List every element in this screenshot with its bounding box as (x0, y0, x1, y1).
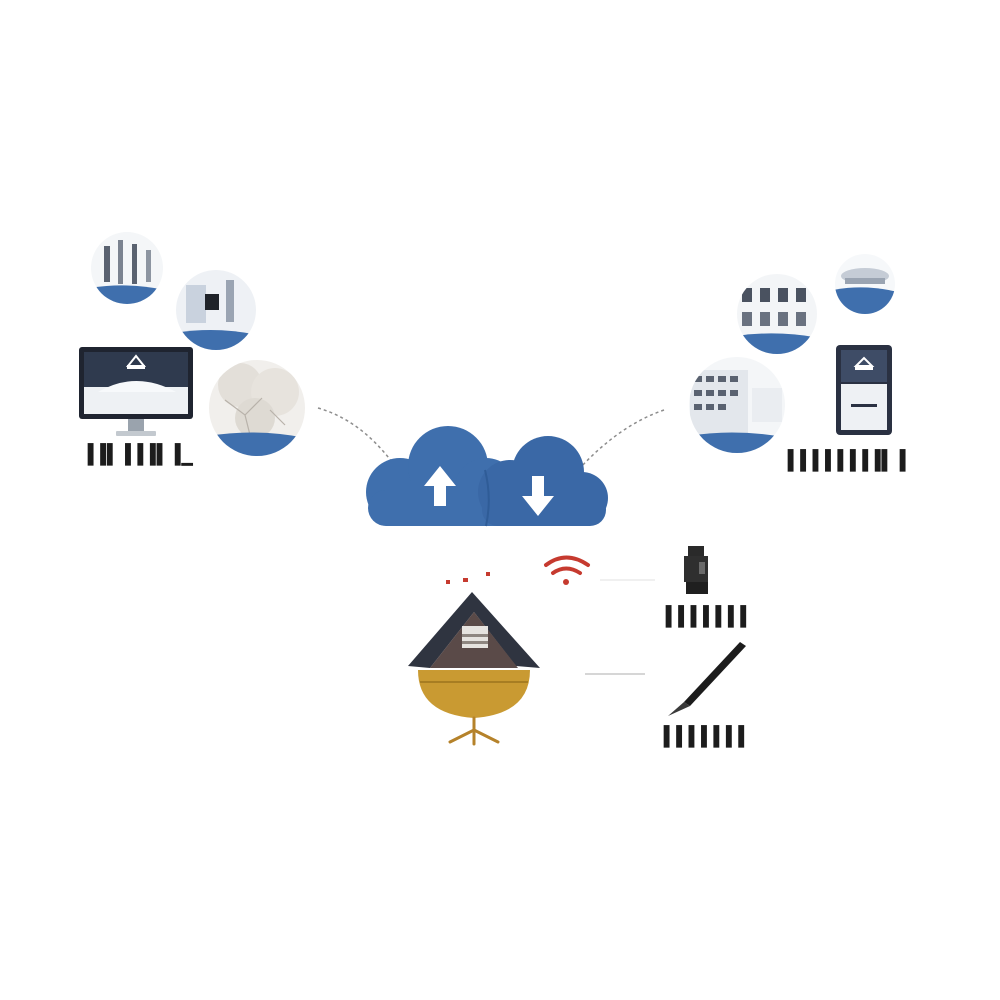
sensor-label: ▐▐▐▐▐▐▐ (660, 606, 748, 628)
room-interior-thumbnail (176, 270, 256, 350)
campus-building-thumbnail (689, 357, 785, 453)
cloud-sync-icon (366, 426, 608, 527)
smart-home-hub-icon (408, 572, 540, 746)
left-device-cluster (79, 232, 305, 456)
right-cluster-label: ▐▐▐▐▐▐▐▐▌▐ (782, 450, 907, 472)
link-right-to-cloud (579, 409, 665, 469)
office-building-thumbnail (737, 274, 817, 354)
right-device-cluster (689, 254, 895, 453)
sketch-texture-thumbnail (209, 360, 305, 456)
mobile-device-icon (836, 345, 892, 435)
upload-arrow-icon (424, 466, 456, 506)
desktop-monitor-icon (79, 347, 193, 436)
left-cluster-label: ▐▐▌▐▐▐▌▐▁ (82, 444, 194, 466)
stylus-label: ▐▐▐▐▐▐▐ (658, 726, 746, 748)
stylus-pen-icon (668, 642, 746, 716)
link-left-to-cloud (317, 407, 393, 463)
download-arrow-icon (522, 476, 554, 516)
connector-lines (317, 407, 665, 675)
wifi-signal-icon (544, 555, 590, 585)
rooftop-thumbnail (835, 254, 895, 314)
thermostat-sensor-icon (684, 546, 708, 594)
office-windows-thumbnail (91, 232, 163, 304)
